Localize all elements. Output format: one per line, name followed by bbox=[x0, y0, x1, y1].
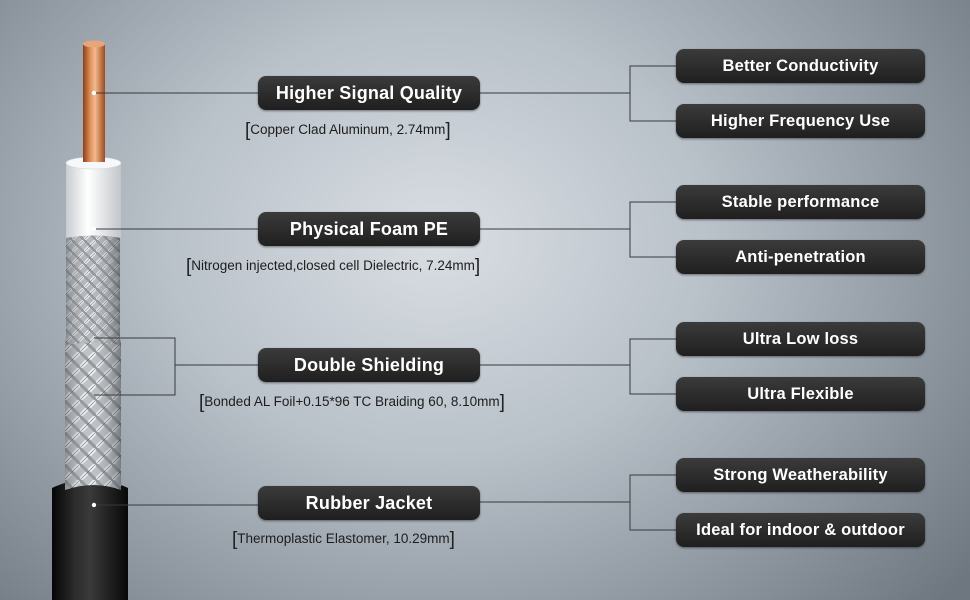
copper-core bbox=[83, 44, 105, 162]
outer-braid bbox=[65, 337, 121, 490]
benefit-ultra-low-loss: Ultra Low loss bbox=[676, 322, 925, 356]
feature-spec-foam: [Nitrogen injected,closed cell Dielectri… bbox=[186, 256, 481, 277]
feature-spec-jacket: [Thermoplastic Elastomer, 10.29mm] bbox=[232, 529, 455, 550]
rubber-jacket bbox=[52, 479, 128, 600]
feature-spec-shielding: [Bonded AL Foil+0.15*96 TC Braiding 60, … bbox=[199, 392, 505, 413]
feature-title-higher-signal-quality: Higher Signal Quality bbox=[258, 76, 480, 110]
benefit-indoor-outdoor: Ideal for indoor & outdoor bbox=[676, 513, 925, 547]
feature-title-rubber-jacket: Rubber Jacket bbox=[258, 486, 480, 520]
benefit-anti-penetration: Anti-penetration bbox=[676, 240, 925, 274]
benefit-higher-frequency-use: Higher Frequency Use bbox=[676, 104, 925, 138]
benefit-better-conductivity: Better Conductivity bbox=[676, 49, 925, 83]
feature-title-double-shielding: Double Shielding bbox=[258, 348, 480, 382]
feature-spec-copper: [Copper Clad Aluminum, 2.74mm] bbox=[245, 120, 451, 141]
foam-dielectric bbox=[66, 161, 121, 238]
benefit-stable-performance: Stable performance bbox=[676, 185, 925, 219]
benefit-strong-weatherability: Strong Weatherability bbox=[676, 458, 925, 492]
feature-title-physical-foam-pe: Physical Foam PE bbox=[258, 212, 480, 246]
inner-braid bbox=[66, 232, 120, 345]
benefit-ultra-flexible: Ultra Flexible bbox=[676, 377, 925, 411]
